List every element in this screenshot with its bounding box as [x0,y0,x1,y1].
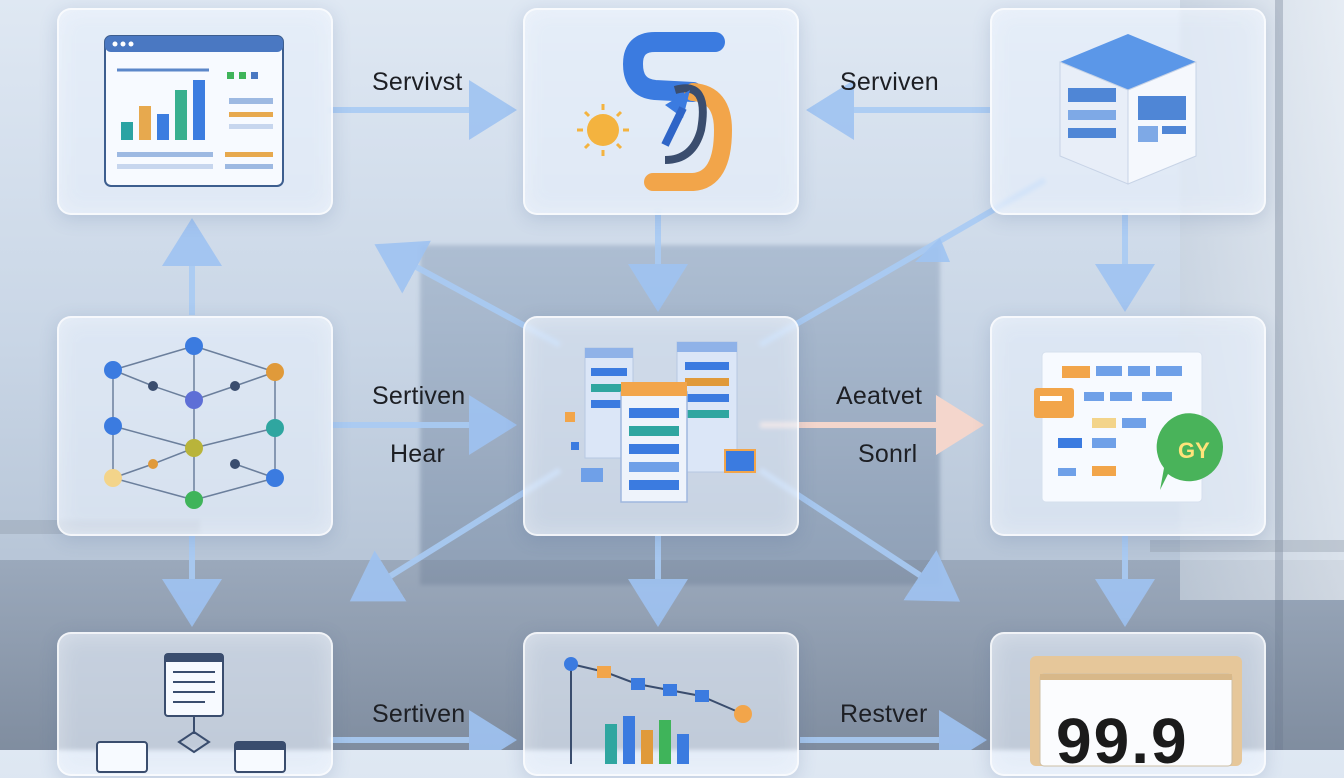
label-mid-right-1: Aeatvet [836,382,923,410]
counter-value: 99.9 [1056,705,1189,777]
label-bottom-right: Restver [840,700,928,728]
arrow-head-diagonal [915,238,950,262]
network-graph-icon [104,337,284,509]
connector-layer [162,80,1155,750]
node-line-bar-chart[interactable] [523,632,799,776]
node-server-cluster[interactable] [523,316,799,536]
counter-display-icon [1030,656,1242,767]
server-cluster-icon [565,341,756,503]
flowchart-icon [96,653,286,773]
label-mid-left-2: Hear [390,440,445,468]
background-pillar [1275,0,1283,750]
node-document-chat[interactable]: GY [990,316,1266,536]
label-top-left: Servivst [372,68,463,96]
dashboard-chart-icon [104,35,284,187]
background-desk [1150,540,1344,552]
sun-icon [577,104,629,156]
label-top-right: Serviven [840,68,939,96]
node-dashboard[interactable] [57,8,333,215]
node-cube-server[interactable] [990,8,1266,215]
label-mid-left-1: Sertiven [372,382,466,410]
node-flowchart[interactable] [57,632,333,776]
badge-text: GY [1178,438,1210,463]
node-network[interactable] [57,316,333,536]
document-chat-icon: GY [1034,351,1224,503]
server-cube-icon [1059,34,1197,185]
label-mid-right-2: Sonrl [858,440,918,468]
line-bar-chart-icon [564,657,752,764]
logo-s-arrow-icon [577,32,733,191]
node-counter[interactable]: 99.9 [990,632,1266,777]
node-logo[interactable] [523,8,799,215]
label-bottom-left: Sertiven [372,700,466,728]
